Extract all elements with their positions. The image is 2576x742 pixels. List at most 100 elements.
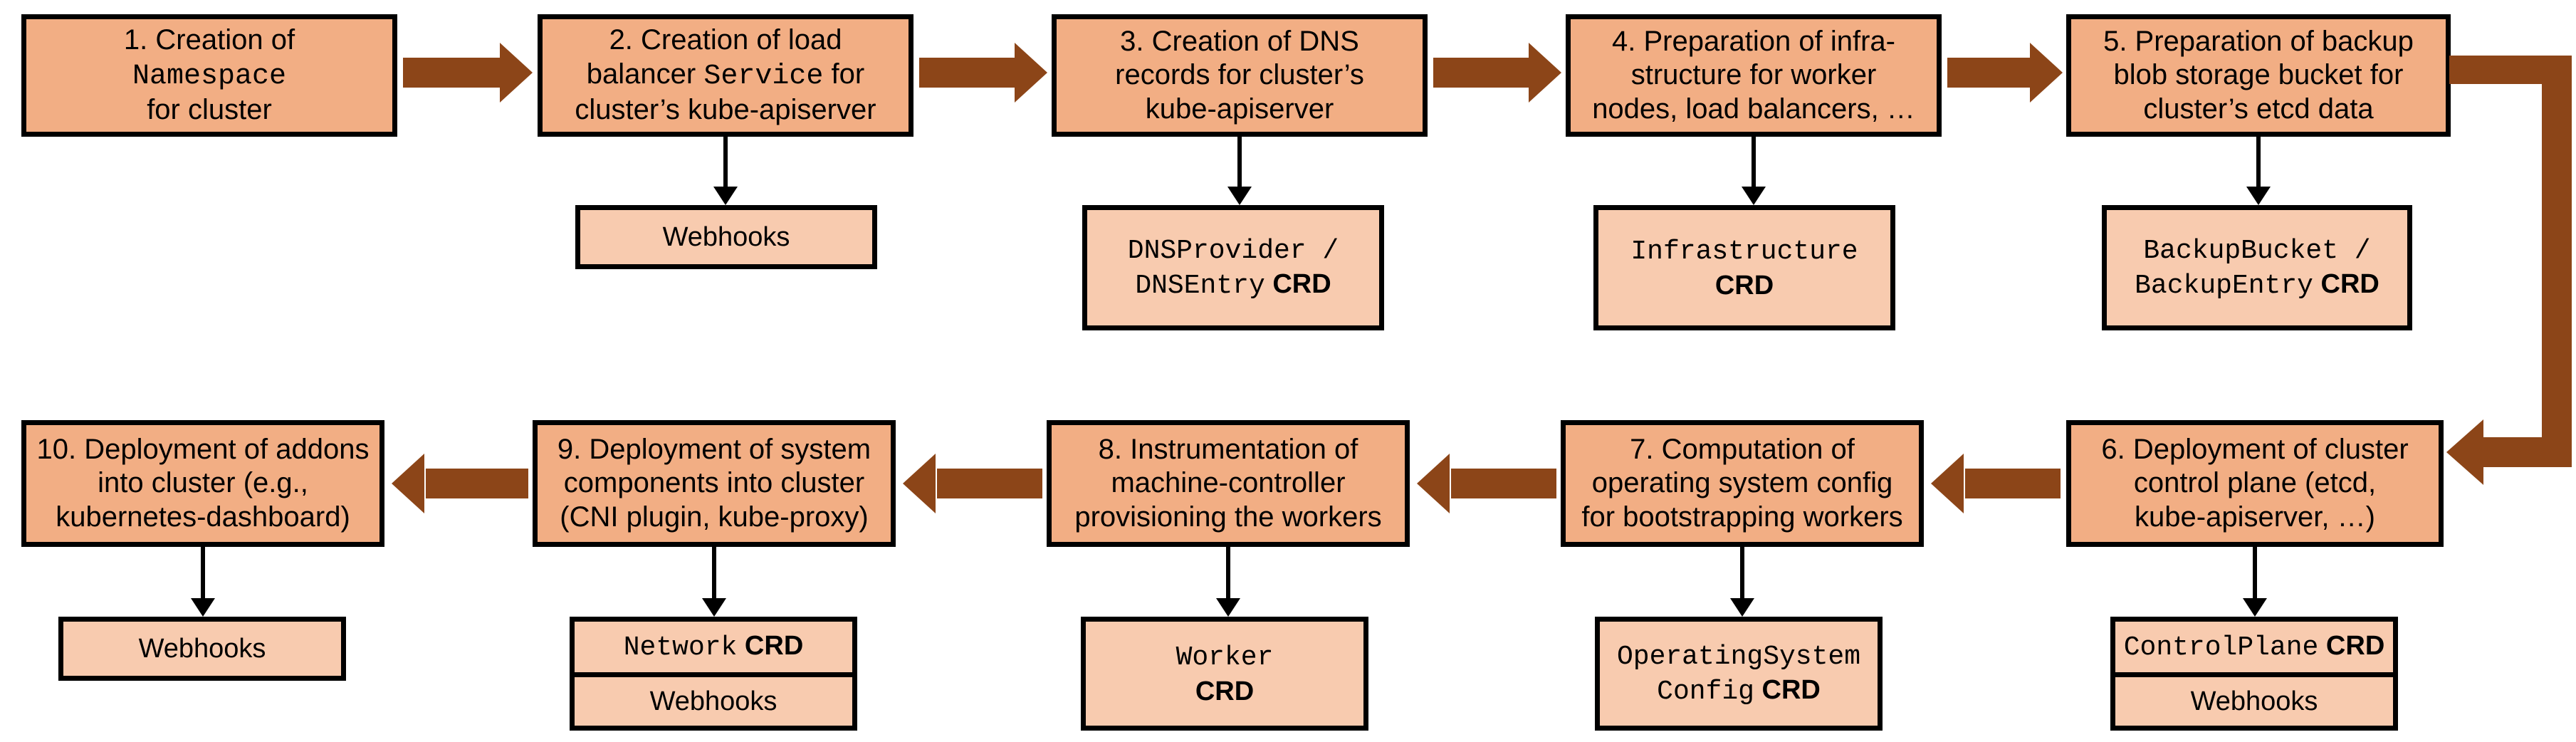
artifact-cell: Webhooks xyxy=(63,622,341,676)
text-run-sans: cluster’s etcd data xyxy=(2143,93,2374,125)
artifact-box-dns-crd[interactable]: DNSProvider /DNSEntry CRD xyxy=(1082,205,1384,330)
flow-arrow-4-to-5 xyxy=(1947,43,2063,103)
text-line: 6. Deployment of cluster xyxy=(2078,433,2431,467)
text-run-sans: 5. Preparation of backup xyxy=(2103,25,2414,57)
text-line: DNSEntry CRD xyxy=(1093,268,1373,303)
text-line: control plane (etcd, xyxy=(2078,466,2431,501)
artifact-box-network-crd-webhooks[interactable]: Network CRD Webhooks xyxy=(570,617,857,731)
artifact-cell: Webhooks xyxy=(2115,672,2393,726)
text-run-sans: operating system config xyxy=(1591,467,1893,499)
text-line: provisioning the workers xyxy=(1059,501,1398,535)
connector-step8-to-crd xyxy=(1226,547,1230,602)
text-run-mono: ControlPlane xyxy=(2123,632,2319,663)
text-line: machine-controller xyxy=(1059,466,1398,501)
text-run-mono: Config xyxy=(1657,676,1754,707)
flow-arrow-2-to-3 xyxy=(919,43,1047,103)
text-run-sans: 3. Creation of DNS xyxy=(1120,25,1359,57)
connector-arrowhead-step6 xyxy=(2243,598,2267,617)
artifact-cell: Network CRD xyxy=(575,622,852,672)
connector-step10-to-webhooks xyxy=(201,547,205,602)
text-run-sans: blob storage bucket for xyxy=(2113,59,2404,91)
text-run-sans: Webhooks xyxy=(649,686,777,716)
text-line: BackupBucket / xyxy=(2112,233,2402,268)
text-line: records for cluster’s xyxy=(1064,58,1415,93)
text-run-sans: control plane (etcd, xyxy=(2133,467,2377,499)
text-run-mono: Worker xyxy=(1176,642,1274,674)
text-run-sans: 8. Instrumentation of xyxy=(1098,433,1358,465)
text-run-sans: kube-apiserver, …) xyxy=(2135,501,2375,533)
text-run-sans: 2. Creation of load xyxy=(609,24,842,56)
text-line: (CNI plugin, kube-proxy) xyxy=(545,501,884,535)
text-run-sans: Webhooks xyxy=(138,633,266,664)
text-line: BackupEntry CRD xyxy=(2112,268,2402,303)
artifact-cell: Webhooks xyxy=(580,210,872,264)
connector-arrowhead-step4 xyxy=(1742,187,1766,205)
step-box-4[interactable]: 4. Preparation of infra-structure for wo… xyxy=(1566,14,1942,137)
text-run-sans: (CNI plugin, kube-proxy) xyxy=(560,501,869,533)
text-run-crd: CRD xyxy=(2318,630,2385,661)
text-line: Infrastructure xyxy=(1604,234,1885,268)
text-run-sans: into cluster (e.g., xyxy=(98,467,308,499)
text-line: nodes, load balancers, … xyxy=(1578,93,1930,127)
text-run-sans: 4. Preparation of infra- xyxy=(1612,25,1895,57)
connector-arrowhead-step8 xyxy=(1216,598,1240,617)
connector-step5-to-crd xyxy=(2256,137,2261,191)
text-run-sans: provisioning the workers xyxy=(1074,501,1382,533)
artifact-box-webhooks-10[interactable]: Webhooks xyxy=(58,617,346,681)
text-line: 4. Preparation of infra- xyxy=(1578,25,1930,59)
connector-step7-to-crd xyxy=(1740,547,1744,602)
text-line: 7. Computation of xyxy=(1573,433,1912,467)
flow-arrow-5-to-6-wrap xyxy=(2446,56,2576,490)
text-line: CRD xyxy=(1604,269,1885,302)
text-line: kube-apiserver, …) xyxy=(2078,501,2431,535)
text-run-mono: DNSEntry xyxy=(1135,271,1265,301)
text-line: Webhooks xyxy=(586,221,866,254)
text-line: 5. Preparation of backup xyxy=(2078,25,2439,59)
text-line: into cluster (e.g., xyxy=(33,466,372,501)
text-line: Namespace xyxy=(33,58,385,94)
step-label-4: 4. Preparation of infra-structure for wo… xyxy=(1578,25,1930,127)
text-line: for bootstrapping workers xyxy=(1573,501,1912,535)
text-line: 3. Creation of DNS xyxy=(1064,25,1415,59)
text-run-sans: components into cluster xyxy=(563,467,865,499)
text-line: Webhooks xyxy=(2121,685,2387,718)
text-run-sans: kubernetes-dashboard) xyxy=(56,501,350,533)
artifact-box-webhooks-2[interactable]: Webhooks xyxy=(575,205,877,269)
text-run-sans: nodes, load balancers, … xyxy=(1592,93,1915,125)
text-line: cluster’s kube-apiserver xyxy=(550,93,901,127)
connector-step6-to-artifacts xyxy=(2253,547,2257,602)
artifact-box-backup-crd[interactable]: BackupBucket /BackupEntry CRD xyxy=(2102,205,2412,330)
connector-arrowhead-step10 xyxy=(191,598,215,617)
connector-step9-to-artifacts xyxy=(712,547,716,602)
text-run-mono: DNSProvider / xyxy=(1127,235,1339,266)
text-run-crd: CRD xyxy=(1265,269,1331,299)
text-line: kube-apiserver xyxy=(1064,93,1415,127)
artifact-cell: Webhooks xyxy=(575,672,852,726)
text-line: CRD xyxy=(1091,675,1358,708)
text-line: Webhooks xyxy=(580,685,847,718)
text-run-sans: machine-controller xyxy=(1111,467,1346,499)
artifact-box-controlplane-crd-webhooks[interactable]: ControlPlane CRD Webhooks xyxy=(2110,617,2398,731)
connector-arrowhead-step5 xyxy=(2246,187,2271,205)
